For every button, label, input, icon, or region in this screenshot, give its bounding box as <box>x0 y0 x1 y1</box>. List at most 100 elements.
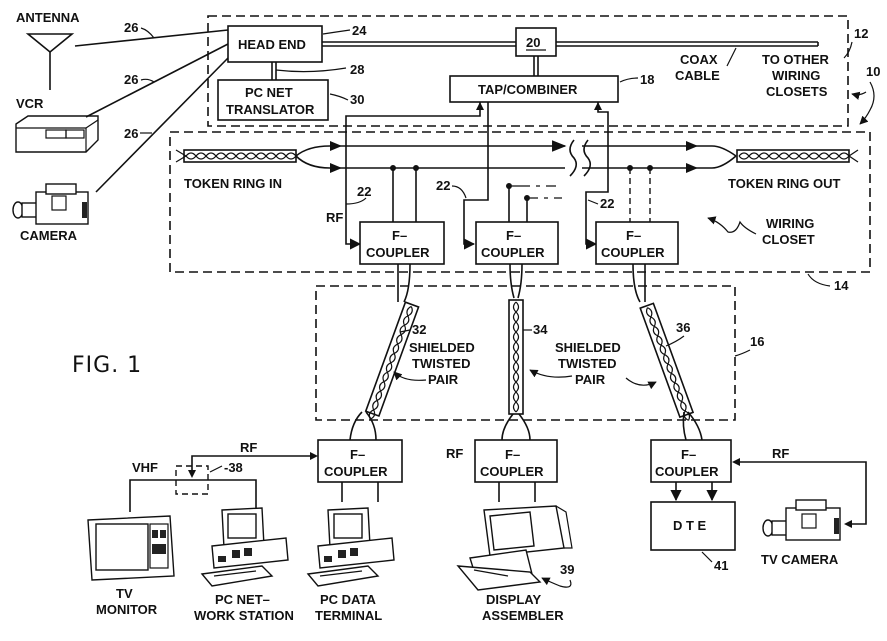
antenna-feed-line <box>74 29 229 47</box>
station-coupler-middle: F– COUPLER <box>474 439 558 483</box>
other-closets-line3: CLOSETS <box>766 84 828 99</box>
pc-data-terminal-line2: TERMINAL <box>315 608 382 623</box>
splitter-label: 20 <box>526 35 540 50</box>
closet-coupler-1: F– COUPLER <box>359 221 445 265</box>
ring-bus-lower <box>295 155 565 169</box>
pc-workstation-line1: PC NET– <box>215 592 270 607</box>
tv-monitor-icon <box>87 515 175 581</box>
wiring-closet-label-line1: WIRING <box>766 216 814 231</box>
vcr-label: VCR <box>16 96 44 111</box>
coupler-label-line1: F– <box>350 447 365 462</box>
coupler-label-line2: COUPLER <box>324 464 388 479</box>
ref-14: 14 <box>834 278 849 293</box>
stp-left-line2: TWISTED <box>412 356 471 371</box>
vhf-splitter-38 <box>175 465 209 495</box>
display-assembler-icon <box>456 505 573 591</box>
ref-34: 34 <box>533 322 548 337</box>
ring-bus-upper <box>295 140 567 157</box>
closet-coupler-3: F– COUPLER <box>595 221 679 265</box>
coupler-label-line1: F– <box>626 228 641 243</box>
coax-label-line1: COAX <box>680 52 718 67</box>
pc-net-translator-line1: PC NET <box>245 85 293 100</box>
vcr-icon <box>15 115 99 153</box>
dte-label: D T E <box>673 518 707 533</box>
wiring-closet-boundary <box>169 131 871 273</box>
tv-camera-label: TV CAMERA <box>761 552 839 567</box>
rf-line-right <box>740 461 867 525</box>
vhf-label: VHF <box>132 460 158 475</box>
ref-38: -38 <box>224 460 243 475</box>
antenna-label: ANTENNA <box>16 10 80 25</box>
ref-26-antenna: 26 <box>124 20 138 35</box>
stp-right-line3: PAIR <box>575 372 606 387</box>
camera-label: CAMERA <box>20 228 78 243</box>
coupler-label-line2: COUPLER <box>481 245 545 260</box>
stp-left-line1: SHIELDED <box>409 340 475 355</box>
pc-data-terminal-icon <box>306 507 395 587</box>
ref-18: 18 <box>640 72 654 87</box>
rf-label-right: RF <box>772 446 789 461</box>
ref-22-b: 22 <box>436 178 450 193</box>
vcr-feed-line <box>85 43 229 118</box>
rf-feed-line-1 <box>345 102 481 250</box>
stp-left-line3: PAIR <box>428 372 459 387</box>
head-end-box <box>227 25 323 63</box>
ref-41: 41 <box>714 558 728 573</box>
figure-title: FIG. 1 <box>72 353 142 378</box>
tv-monitor-line2: MONITOR <box>96 602 158 617</box>
coupler-label-line2: COUPLER <box>366 245 430 260</box>
coupler-label-line1: F– <box>392 228 407 243</box>
coupler-label-line2: COUPLER <box>480 464 544 479</box>
other-closets-line1: TO OTHER <box>762 52 830 67</box>
wiring-closet-label-line2: CLOSET <box>762 232 815 247</box>
display-assembler-line1: DISPLAY <box>486 592 541 607</box>
ref-24: 24 <box>352 23 367 38</box>
coax-label-line2: CABLE <box>675 68 720 83</box>
ref-39: 39 <box>560 562 574 577</box>
pc-data-terminal-line1: PC DATA <box>320 592 376 607</box>
coupler-label-line2: COUPLER <box>601 245 665 260</box>
ref-16: 16 <box>750 334 764 349</box>
ref-26-camera: 26 <box>124 126 138 141</box>
pc-workstation-icon <box>200 507 289 587</box>
pc-net-translator-line2: TRANSLATOR <box>226 102 315 117</box>
shielded-twisted-pair-36 <box>639 302 695 421</box>
ref-26-vcr: 26 <box>124 72 138 87</box>
rf-feed-line-3 <box>585 102 609 250</box>
stp-right-line1: SHIELDED <box>555 340 621 355</box>
ref-22-a: 22 <box>357 184 371 199</box>
token-ring-in-cable <box>175 149 297 163</box>
station-coupler-left: F– COUPLER <box>317 439 403 483</box>
coupler-label-line1: F– <box>681 447 696 462</box>
rf-label-middle: RF <box>446 446 463 461</box>
coupler-label-line2: COUPLER <box>655 464 719 479</box>
break-mark <box>569 139 578 177</box>
camera-icon <box>12 183 89 225</box>
stp-right-line2: TWISTED <box>558 356 617 371</box>
ref-32: 32 <box>412 322 426 337</box>
camera-feed-line <box>95 57 229 193</box>
coupler-label-line1: F– <box>505 447 520 462</box>
head-end-closet-boundary <box>207 15 849 127</box>
token-ring-out-cable <box>736 149 859 163</box>
pc-net-translator-box <box>217 79 329 121</box>
rf-label-closet: RF <box>326 210 343 225</box>
token-ring-out-label: TOKEN RING OUT <box>728 176 840 191</box>
display-assembler-line2: ASSEMBLER <box>482 608 564 623</box>
rf-label-left: RF <box>240 440 257 455</box>
head-end-label: HEAD END <box>238 37 306 52</box>
rf-feed-line-2 <box>463 102 489 250</box>
shielded-twisted-pair-34 <box>508 299 524 415</box>
dte-box <box>650 501 736 551</box>
tap-combiner-box <box>449 75 619 103</box>
station-coupler-right: F– COUPLER <box>650 439 732 483</box>
closet-coupler-2: F– COUPLER <box>475 221 559 265</box>
tv-monitor-line1: TV <box>116 586 133 601</box>
ref-28: 28 <box>350 62 364 77</box>
splitter-box-20 <box>515 27 557 57</box>
token-ring-in-label: TOKEN RING IN <box>184 176 282 191</box>
shielded-twisted-pair-32 <box>364 301 420 420</box>
ref-30: 30 <box>350 92 364 107</box>
ref-10: 10 <box>866 64 880 79</box>
